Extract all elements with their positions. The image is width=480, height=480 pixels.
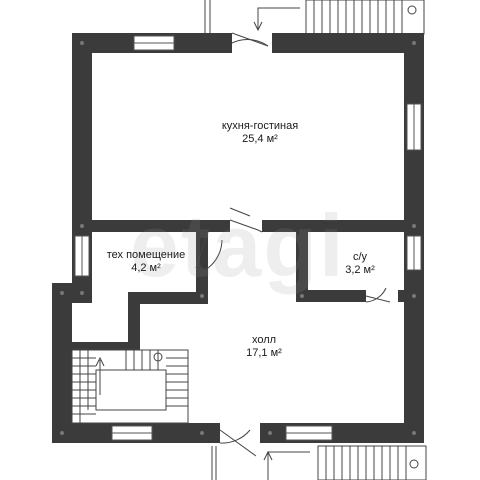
room-area: 3,2 м² bbox=[345, 264, 375, 276]
room-name: холл bbox=[251, 334, 277, 346]
watermark: etagi bbox=[130, 196, 346, 295]
room-name: тех помещение bbox=[106, 249, 186, 261]
room-label-hall: холл 17,1 м² bbox=[224, 334, 304, 360]
stair-interior bbox=[71, 349, 189, 424]
room-label-tech: тех помещение 4,2 м² bbox=[96, 249, 196, 275]
stair-top-right bbox=[253, 0, 425, 35]
stair-bottom-right bbox=[211, 445, 427, 480]
room-area: 25,4 м² bbox=[242, 133, 278, 145]
column-markers bbox=[60, 41, 416, 435]
room-label-bathroom: с/у 3,2 м² bbox=[330, 251, 390, 277]
handrail-top-left bbox=[204, 0, 211, 34]
windows bbox=[74, 35, 422, 441]
room-area: 4,2 м² bbox=[131, 262, 161, 274]
room-area: 17,1 м² bbox=[246, 347, 282, 359]
room-label-kitchen: кухня-гостиная 25,4 м² bbox=[200, 120, 320, 146]
room-name: с/у bbox=[352, 251, 368, 263]
doors bbox=[195, 32, 391, 457]
room-name: кухня-гостиная bbox=[221, 120, 299, 132]
